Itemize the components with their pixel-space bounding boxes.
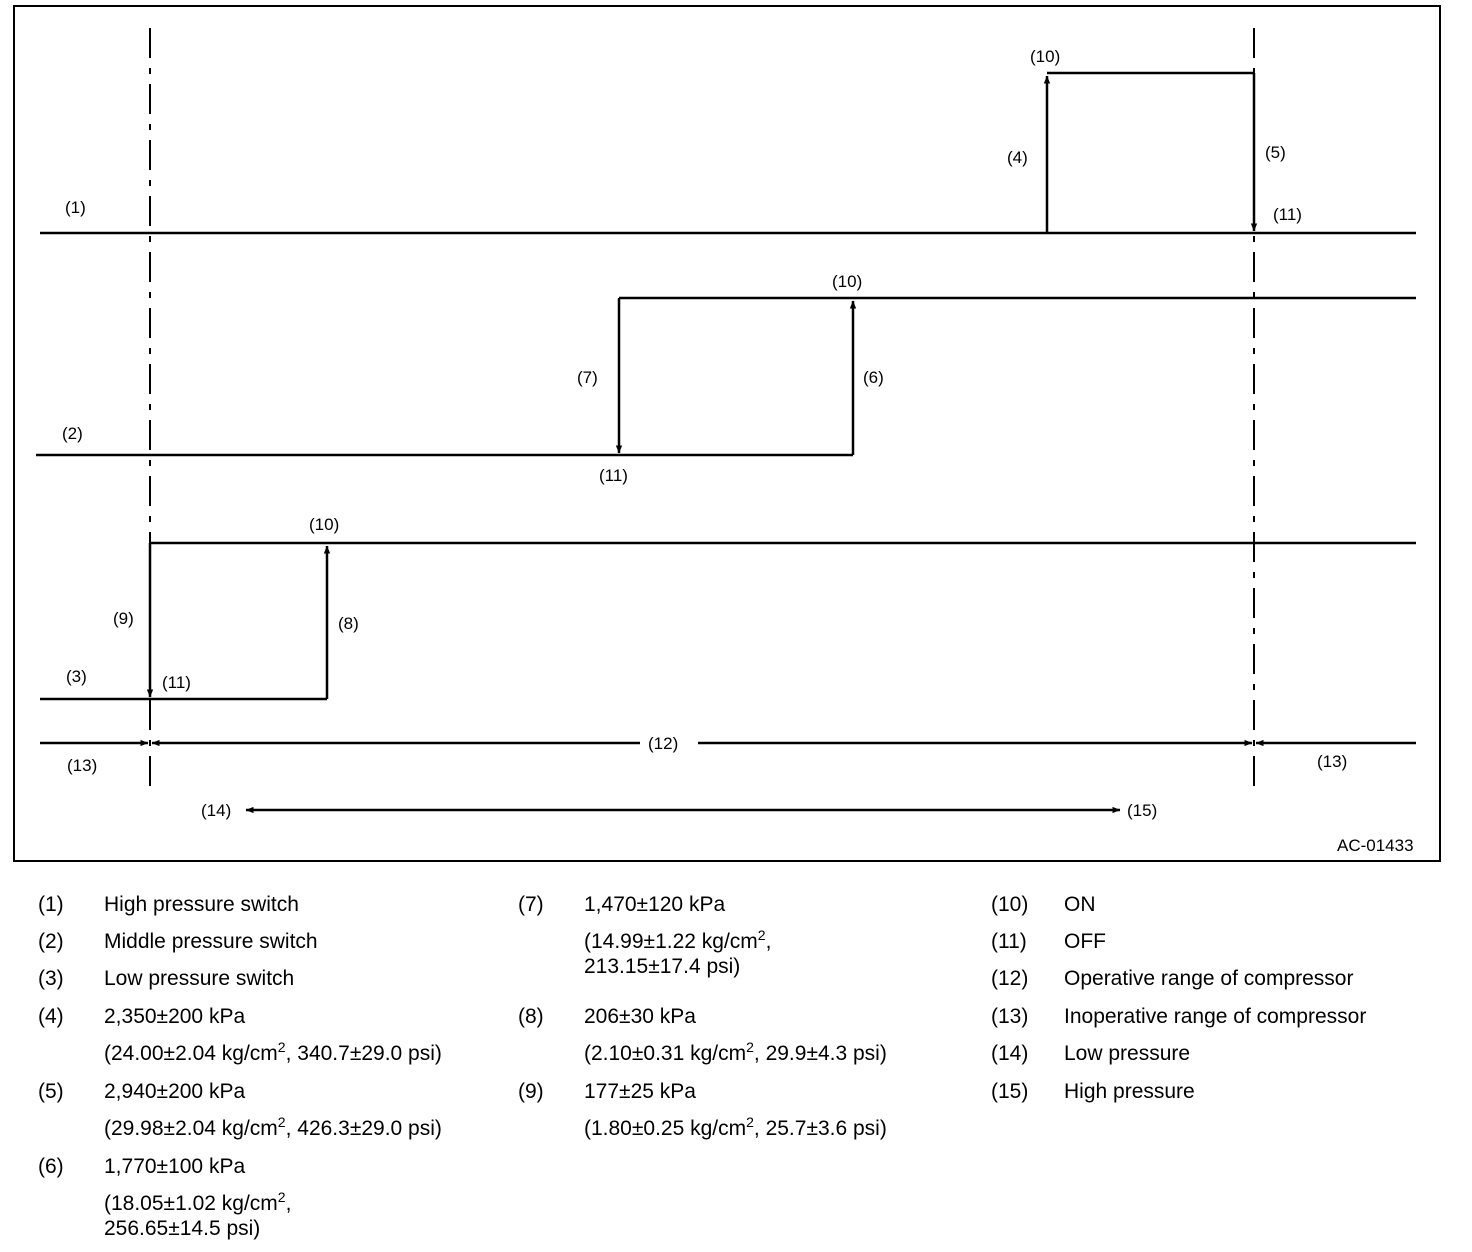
legend-text: High pressure (1064, 1080, 1195, 1103)
label-6: (6) (863, 368, 884, 387)
legend-text: High pressure switch (104, 893, 299, 916)
label-2: (2) (62, 424, 83, 443)
legend-text: 177±25 kPa (584, 1080, 696, 1103)
legend-text: 2,350±200 kPa (104, 1005, 246, 1028)
legend-text: OFF (1064, 930, 1106, 953)
label-8: (8) (338, 614, 359, 633)
label-5: (5) (1265, 143, 1286, 162)
legend-num: (11) (991, 930, 1027, 953)
diagram-frame (13, 5, 1441, 862)
label-7: (7) (577, 368, 598, 387)
legend-num: (1) (38, 893, 64, 916)
label-12: (12) (648, 734, 678, 753)
legend-text: (14.99±1.22 kg/cm2, (584, 927, 772, 953)
legend-text: Middle pressure switch (104, 930, 318, 953)
legend-text: 256.65±14.5 psi) (104, 1217, 261, 1240)
legend-text: 1,770±100 kPa (104, 1155, 246, 1178)
legend-text: (24.00±2.04 kg/cm2, 340.7±29.0 psi) (104, 1039, 442, 1065)
legend-text: Inoperative range of compressor (1064, 1005, 1367, 1028)
legend-num: (12) (991, 967, 1029, 990)
legend-text: Operative range of compressor (1064, 967, 1354, 990)
label-1: (1) (65, 198, 86, 217)
label-10-high: (10) (1030, 47, 1060, 66)
legend-num: (7) (518, 893, 544, 916)
legend-text: Low pressure (1064, 1042, 1191, 1065)
legend-num: (2) (38, 930, 64, 953)
label-10-middle: (10) (832, 272, 862, 291)
legend-num: (4) (38, 1005, 64, 1028)
legend-text: 213.15±17.4 psi) (584, 955, 741, 978)
label-13-right: (13) (1317, 752, 1347, 771)
legend-num: (14) (991, 1042, 1029, 1065)
label-3: (3) (66, 667, 87, 686)
legend-text: Low pressure switch (104, 967, 295, 990)
legend-text: (2.10±0.31 kg/cm2, 29.9±4.3 psi) (584, 1039, 887, 1065)
legend-text: (1.80±0.25 kg/cm2, 25.7±3.6 psi) (584, 1114, 887, 1140)
label-13-left: (13) (67, 756, 97, 775)
label-14: (14) (201, 801, 231, 820)
legend-num: (9) (518, 1080, 544, 1103)
legend-text: (29.98±2.04 kg/cm2, 426.3±29.0 psi) (104, 1114, 442, 1140)
label-15: (15) (1127, 801, 1157, 820)
label-10-low: (10) (309, 515, 339, 534)
legend-num: (5) (38, 1080, 64, 1103)
legend-num: (6) (38, 1155, 64, 1178)
figure-code: AC-01433 (1337, 836, 1414, 855)
legend-text: 1,470±120 kPa (584, 893, 726, 916)
label-11-low: (11) (162, 673, 191, 692)
legend-text: 206±30 kPa (584, 1005, 696, 1028)
legend-text: ON (1064, 893, 1096, 916)
legend-num: (15) (991, 1080, 1029, 1103)
legend-num: (8) (518, 1005, 544, 1028)
label-4: (4) (1007, 148, 1028, 167)
legend-text: 2,940±200 kPa (104, 1080, 246, 1103)
legend-num: (13) (991, 1005, 1029, 1028)
legend-num: (10) (991, 893, 1029, 916)
pressure-switch-diagram: (1) (2) (3) (4) (5) (6) (7) (8) (9) (10)… (13, 5, 1441, 862)
legend-text: (18.05±1.02 kg/cm2, (104, 1189, 292, 1215)
label-9: (9) (113, 609, 134, 628)
legend-num: (3) (38, 967, 64, 990)
label-11-high: (11) (1273, 205, 1302, 224)
label-11-middle: (11) (599, 466, 628, 485)
